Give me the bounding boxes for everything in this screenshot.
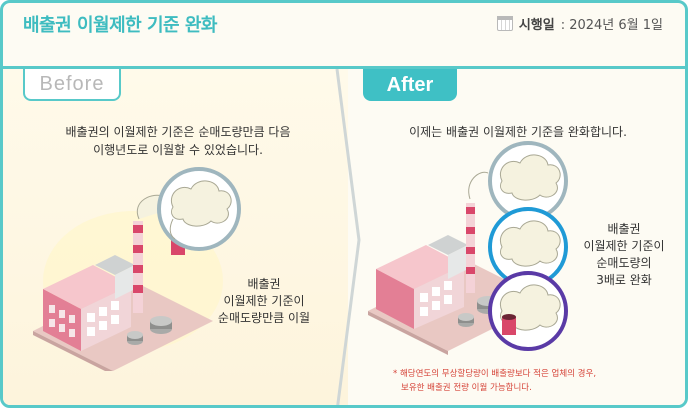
- date-label: 시행일: [518, 18, 555, 33]
- effective-date: 시행일 : 2024년 6월 1일: [496, 14, 663, 33]
- factory-building: [43, 265, 131, 309]
- before-description-line: 배출권의 이월제한 기준은 순매도량만큼 다음: [65, 125, 291, 139]
- footnote-marker: *: [393, 369, 398, 379]
- after-description: 이제는 배출권 이월제한 기준을 완화합니다.: [409, 125, 627, 139]
- after-label-line: 순매도량의: [596, 256, 652, 270]
- factory-building: [376, 245, 464, 289]
- chevron-right-icon: [335, 69, 361, 405]
- before-description: 배출권의 이월제한 기준은 순매도량만큼 다음 이행년도로 이월할 수 있었습니…: [23, 123, 333, 159]
- after-label-line: 3배로 완화: [596, 273, 652, 287]
- header-divider: [3, 66, 685, 69]
- chimney: [133, 221, 143, 313]
- before-label-line: 배출권: [247, 277, 281, 291]
- before-factory-illustration: [33, 167, 241, 371]
- footnote: * 해당연도의 무상할당량이 배출량보다 적은 업체의 경우, 보유한 배출권 …: [393, 367, 596, 395]
- before-tag: Before: [23, 69, 121, 101]
- before-description-line: 이행년도로 이월할 수 있었습니다.: [93, 143, 263, 157]
- date-value: : 2024년 6월 1일: [560, 18, 663, 33]
- after-label-line: 배출권: [607, 222, 641, 236]
- calendar-icon: [496, 16, 513, 31]
- footnote-line: 보유한 배출권 전량 이월 가능합니다.: [401, 383, 532, 393]
- after-label-line: 이월제한 기준이: [583, 239, 665, 253]
- after-factory-illustration: [368, 141, 568, 355]
- chimney: [466, 203, 475, 293]
- after-tag: After: [363, 69, 457, 101]
- before-label: 배출권 이월제한 기준이 순매도량만큼 이월: [199, 276, 329, 327]
- before-label-line: 이월제한 기준이: [223, 294, 305, 308]
- after-label: 배출권 이월제한 기준이 순매도량의 3배로 완화: [569, 221, 679, 289]
- page-title: 배출권 이월제한 기준 완화: [23, 15, 217, 36]
- before-label-line: 순매도량만큼 이월: [217, 311, 311, 325]
- footnote-line: 해당연도의 무상할당량이 배출량보다 적은 업체의 경우,: [399, 369, 597, 379]
